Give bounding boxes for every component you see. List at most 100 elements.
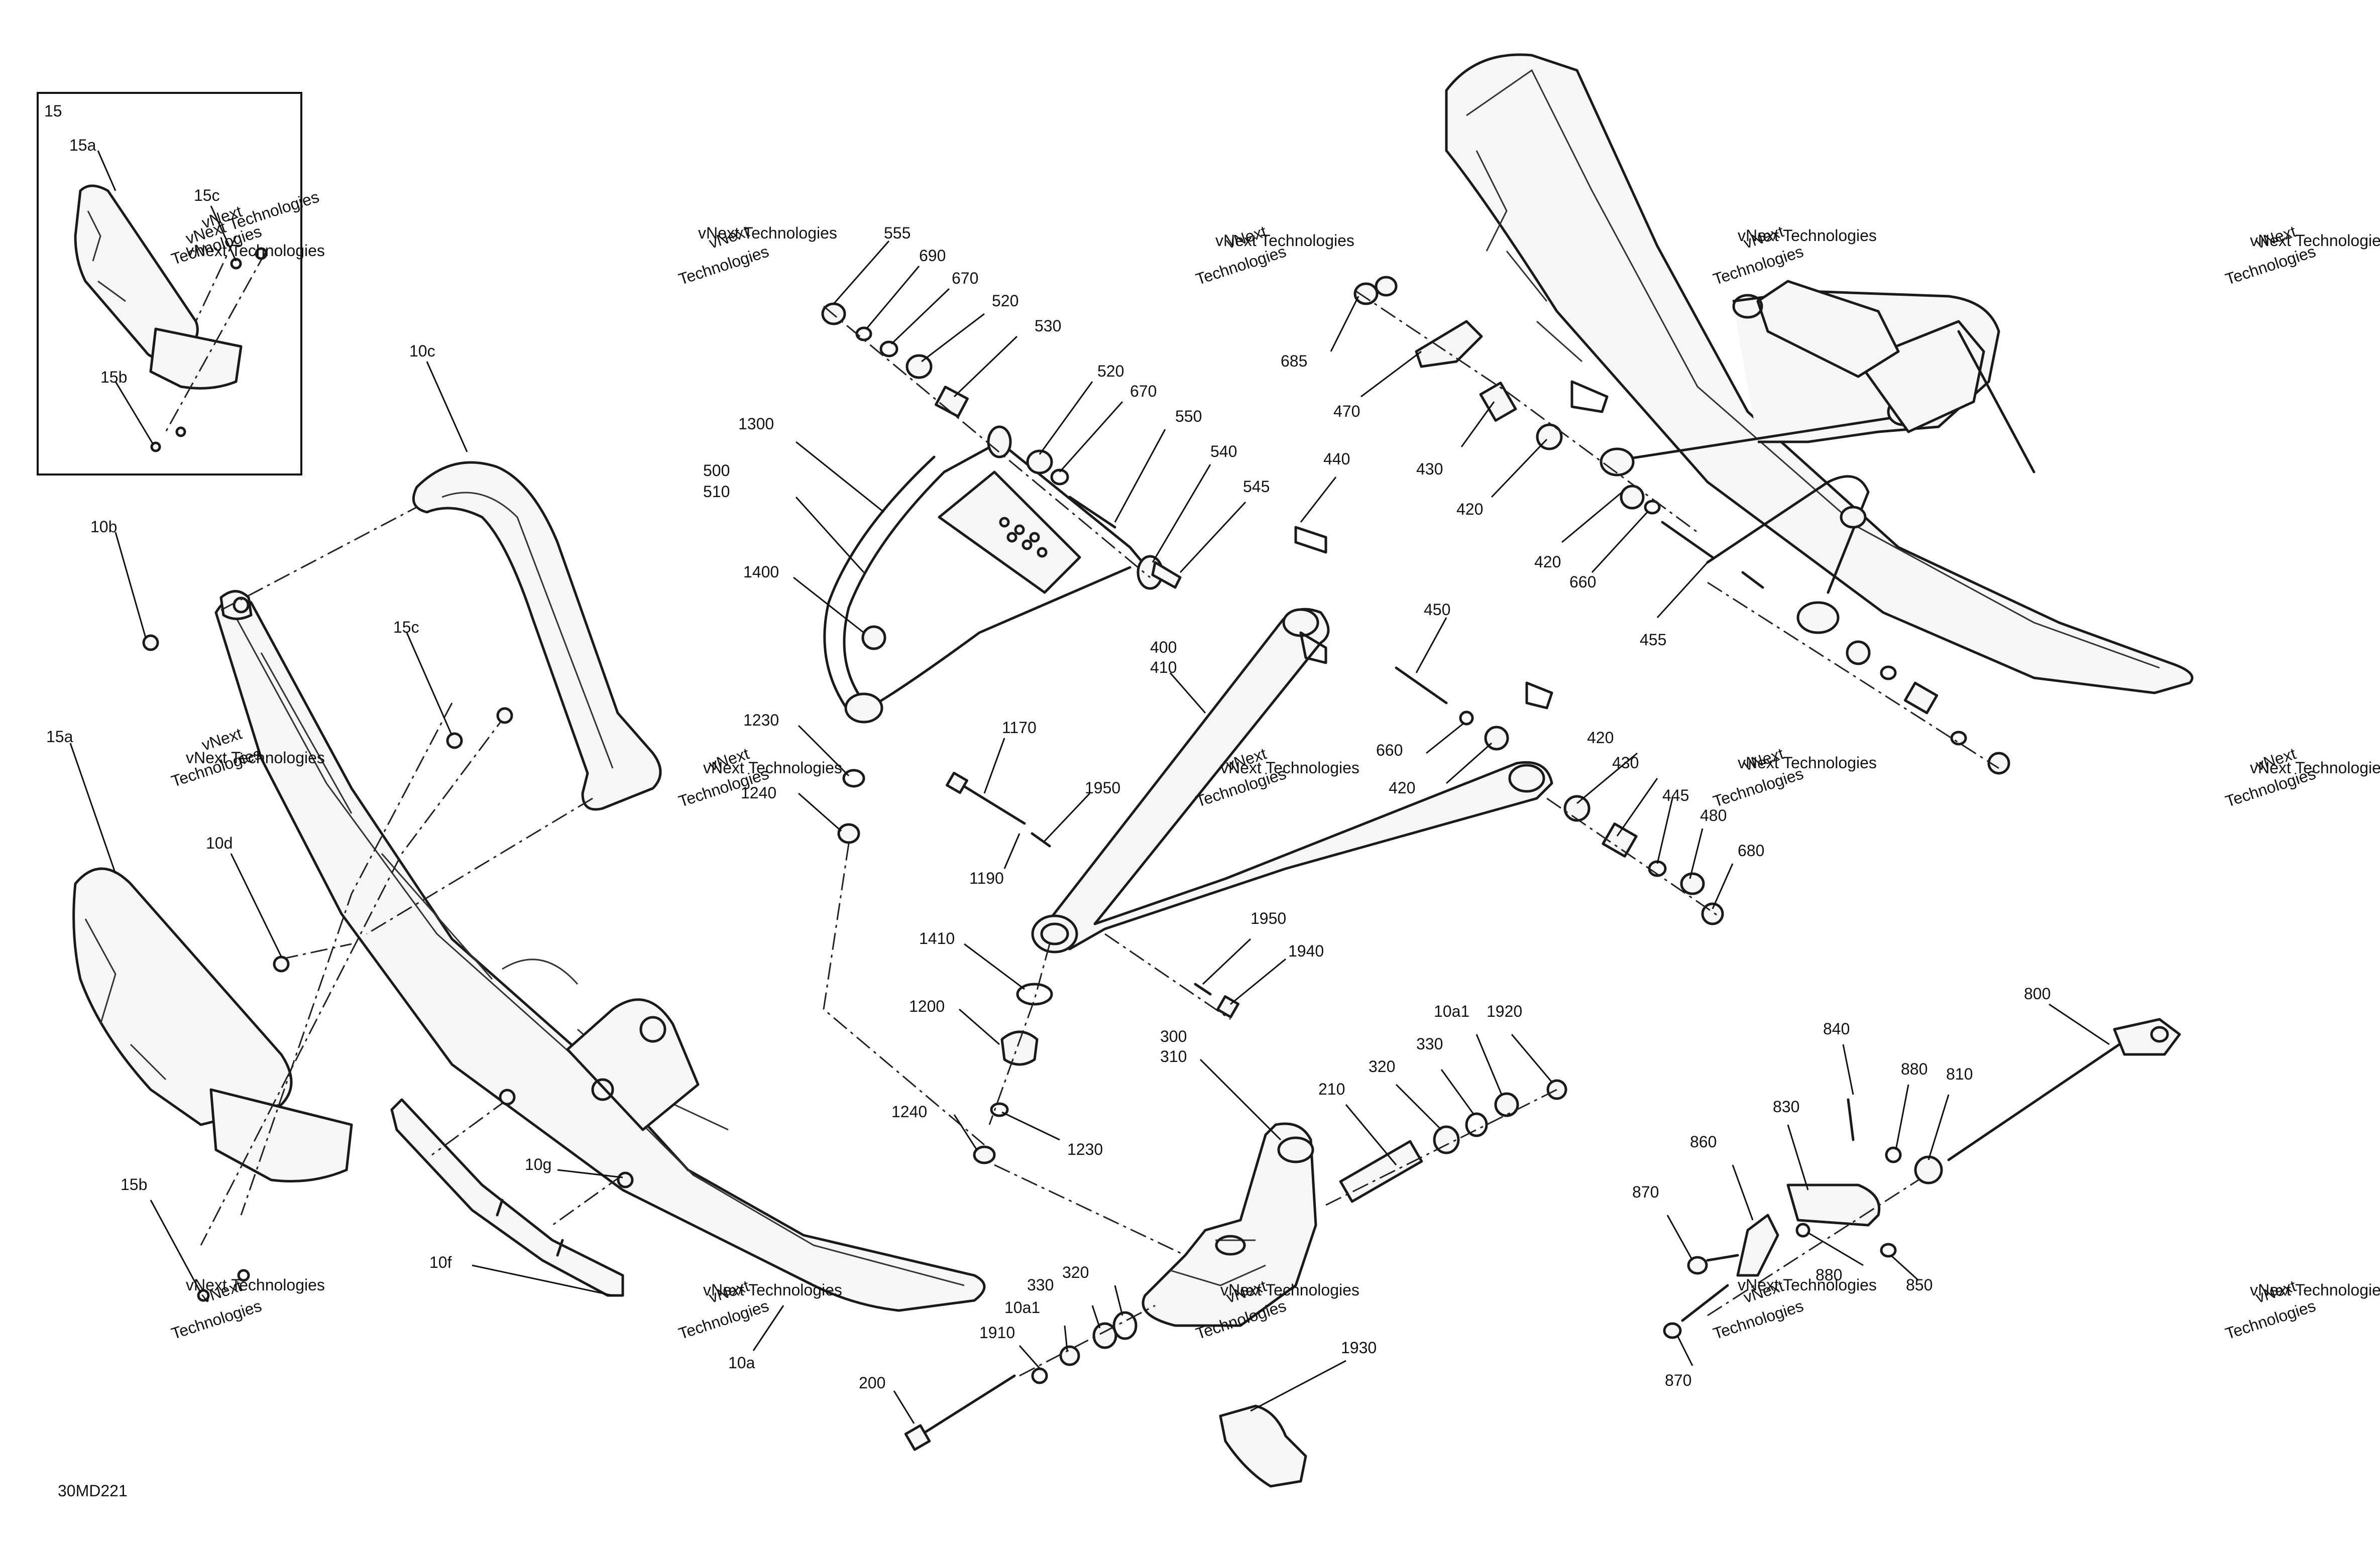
callout-label: 10d — [206, 834, 233, 852]
callout-label: 300 — [1160, 1027, 1187, 1045]
callout-label: 10g — [525, 1155, 551, 1173]
callout-label: 310 — [1160, 1047, 1187, 1065]
figure-code: 30MD221 — [58, 1482, 128, 1500]
callout-label: 320 — [1369, 1057, 1395, 1076]
watermark-text: vNext Technologies — [186, 242, 325, 260]
ski-protector-15a — [72, 867, 353, 1182]
callout-label: 510 — [703, 483, 730, 501]
ski-hardware — [142, 634, 634, 1302]
callout-label: 550 — [1175, 407, 1202, 425]
callout-label: 545 — [1243, 478, 1270, 496]
callout-label: 1950 — [1251, 909, 1286, 927]
callout-label: 680 — [1738, 842, 1764, 860]
callout-label: 1230 — [743, 711, 779, 729]
watermark-text: vNext Technologies — [703, 1281, 842, 1299]
callout-label: 10b — [90, 518, 117, 536]
inset-detail-15 — [37, 92, 302, 476]
callout-label: 470 — [1333, 402, 1360, 420]
watermark-text: vNext Technologies — [1220, 759, 1359, 777]
callout-label: 10c — [409, 342, 435, 360]
callout-label: 1400 — [743, 563, 779, 581]
upper-a-arm-500 — [823, 425, 1164, 724]
callout-label: 440 — [1323, 450, 1350, 468]
inset-label: 15 — [44, 102, 62, 120]
front-suspension-frame — [1445, 53, 2194, 694]
watermark-text: Technologies — [676, 242, 771, 288]
ski-assembly-10a — [214, 590, 986, 1312]
ball-joint-hardware — [823, 769, 1053, 1164]
callout-label: 445 — [1662, 786, 1689, 804]
ski-handle-10c — [412, 461, 662, 811]
callout-label: 410 — [1150, 658, 1177, 676]
callout-label: 685 — [1281, 352, 1307, 370]
upper-hardware-stack — [821, 302, 1182, 589]
callout-label: 1920 — [1487, 1002, 1522, 1020]
callout-label: 1940 — [1288, 942, 1324, 960]
callout-label: 530 — [1035, 317, 1061, 335]
callout-labels: 15a 15c 15b 10c 10b 15c 15a 10d 15b 10g … — [46, 136, 2051, 1392]
callout-label: 10a1 — [1434, 1002, 1469, 1020]
callout-label: 15a — [69, 136, 96, 154]
callout-label: 210 — [1318, 1080, 1345, 1098]
callout-label: 500 — [703, 461, 730, 480]
callout-label: 15c — [393, 618, 419, 636]
callout-label: 330 — [1027, 1276, 1054, 1294]
watermark-text: vNext Technologies — [1738, 226, 1877, 245]
callout-label: 200 — [859, 1374, 885, 1392]
callout-label: 830 — [1773, 1098, 1799, 1116]
lower-a-arm-400 — [1031, 608, 1553, 954]
a-arm-holes — [999, 517, 1048, 558]
callout-label: 660 — [1569, 573, 1596, 591]
leader-lines — [69, 150, 2110, 1424]
callout-label: 15a — [46, 728, 73, 746]
callout-label: 870 — [1632, 1183, 1659, 1201]
callout-label: 420 — [1389, 779, 1415, 797]
callout-label: 840 — [1823, 1020, 1850, 1038]
callout-label: 400 — [1150, 638, 1177, 656]
watermark-text: vNext Technologies — [1738, 1276, 1877, 1294]
callout-label: 880 — [1901, 1060, 1928, 1078]
bolt-1170 — [946, 772, 1239, 1020]
callout-label: 450 — [1424, 601, 1450, 619]
watermark-text: vNext Technologies — [186, 1276, 325, 1294]
callout-label: 455 — [1640, 631, 1666, 649]
watermark-text: vNext Technologies — [1215, 231, 1354, 250]
callout-label: 10a — [728, 1354, 755, 1372]
callout-label: 10f — [429, 1253, 452, 1271]
watermark-text: vNext Technologies — [1738, 754, 1877, 772]
callout-label: 1410 — [919, 929, 955, 947]
callout-label: 1170 — [1002, 719, 1037, 737]
steering-rod-800 — [1663, 1018, 2181, 1339]
callout-label: 420 — [1534, 553, 1561, 571]
callout-label: 15c — [194, 186, 220, 204]
spindle-pin-hardware — [904, 1079, 1567, 1451]
callout-label: 10a1 — [1004, 1298, 1040, 1317]
callout-label: 15b — [121, 1175, 147, 1194]
callout-label: 800 — [2024, 985, 2051, 1003]
callout-label: 1300 — [738, 415, 774, 433]
callout-label: 860 — [1690, 1133, 1717, 1151]
callout-label: 690 — [919, 247, 946, 265]
callout-label: 320 — [1062, 1263, 1089, 1281]
callout-label: 880 — [1816, 1266, 1842, 1284]
callout-label: 870 — [1665, 1371, 1691, 1389]
watermark-text: Technologies — [1711, 1296, 1805, 1343]
frame-hardware — [1294, 276, 2010, 925]
bumper-1930 — [1219, 1404, 1307, 1488]
callout-label: 520 — [1097, 362, 1124, 380]
watermark-text: vNext Technologies — [1220, 1281, 1359, 1299]
callout-label: 1200 — [909, 997, 945, 1015]
callout-label: 850 — [1906, 1276, 1933, 1294]
callout-label: 420 — [1587, 729, 1614, 747]
watermark-text: vNext Technologies — [698, 224, 837, 242]
watermark-text: Technologies — [676, 1296, 771, 1343]
callout-label: 330 — [1416, 1035, 1443, 1053]
callout-label: 670 — [952, 269, 978, 287]
callout-label: 1230 — [1067, 1140, 1103, 1158]
callout-label: 1190 — [969, 869, 1004, 887]
callout-label: 1910 — [979, 1324, 1015, 1342]
ski-runner-10f — [390, 1098, 624, 1297]
watermark-text: vNext Technologies — [2250, 1281, 2380, 1299]
callout-label: 430 — [1416, 460, 1443, 478]
